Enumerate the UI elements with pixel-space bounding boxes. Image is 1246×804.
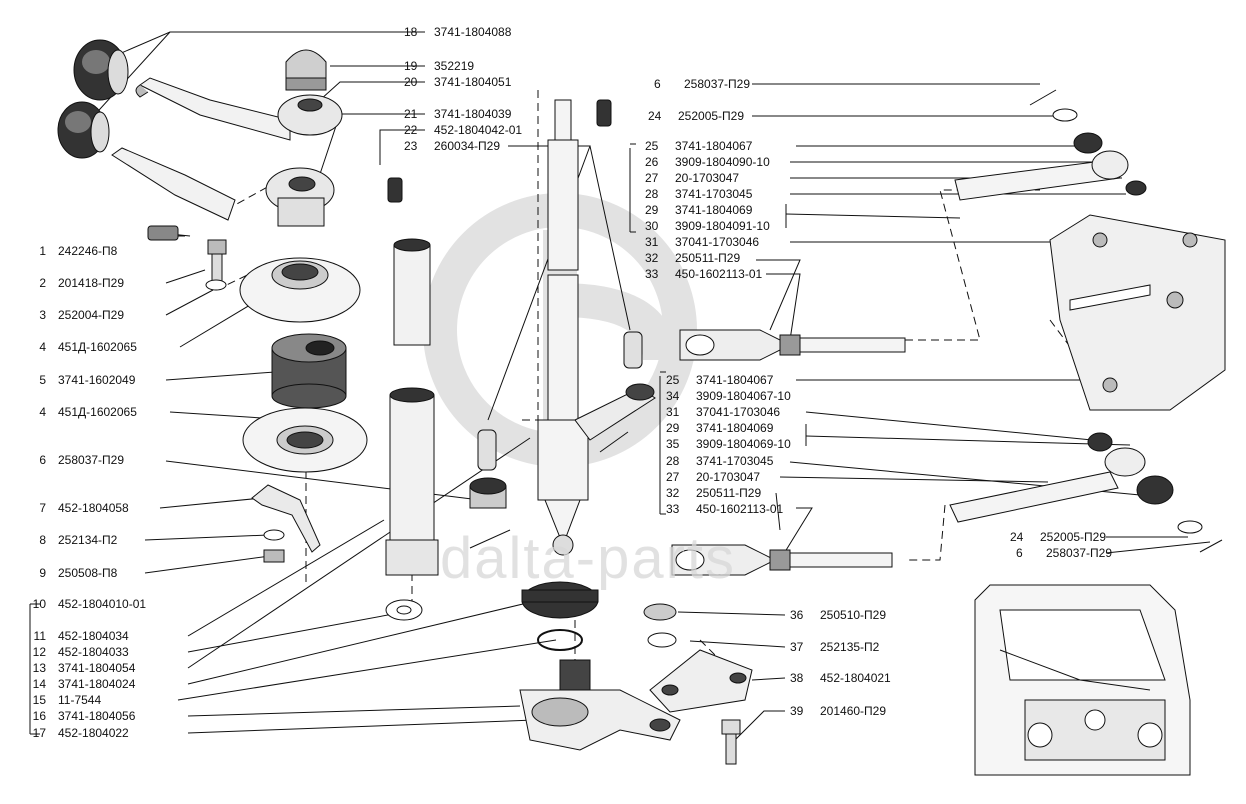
- ball-cap-lower: [57, 101, 110, 159]
- set-screw: [147, 225, 179, 241]
- flange-upper: [239, 257, 361, 323]
- washer-small: [263, 529, 285, 541]
- bolt: [205, 239, 227, 291]
- cotter-pin: [469, 89, 1223, 553]
- cap-nut: [285, 49, 327, 91]
- snap-ring: [537, 629, 583, 651]
- pin-right: [623, 331, 643, 369]
- nut-36: [643, 603, 677, 621]
- tie-rod-end-upper: [679, 329, 906, 361]
- pin-left: [477, 429, 497, 471]
- shaft-lower: [537, 274, 589, 556]
- leader-lines-bottom: [677, 536, 1211, 741]
- ball-cap-upper: [73, 39, 129, 101]
- nut-small: [263, 549, 285, 563]
- drag-link-upper: [954, 108, 1147, 201]
- pitman-arm: [574, 383, 656, 441]
- tube-upper: [393, 238, 431, 346]
- steering-arm-upper: [135, 77, 343, 141]
- flange-lower: [242, 407, 368, 473]
- bolt-39: [721, 719, 741, 765]
- washer-tube: [385, 599, 423, 621]
- rubber-ring: [521, 581, 599, 619]
- tie-rod-end-lower: [671, 544, 893, 576]
- bracket: [251, 484, 321, 553]
- rubber-bushing: [271, 333, 347, 409]
- frame-bracket: [1049, 214, 1226, 411]
- key-left: [387, 177, 403, 203]
- drag-link-lower: [949, 432, 1203, 534]
- watermark-text: dalta-parts: [440, 526, 737, 591]
- steering-arm-lower: [111, 147, 335, 227]
- plate-38: [649, 649, 753, 713]
- bearing-housing: [519, 659, 681, 751]
- bushing-small: [469, 477, 507, 509]
- shaft-upper: [547, 99, 579, 271]
- key-right: [596, 99, 612, 127]
- washer-37: [647, 632, 677, 648]
- tube-lower: [385, 387, 439, 576]
- vehicle-cab-illustration: [974, 584, 1191, 776]
